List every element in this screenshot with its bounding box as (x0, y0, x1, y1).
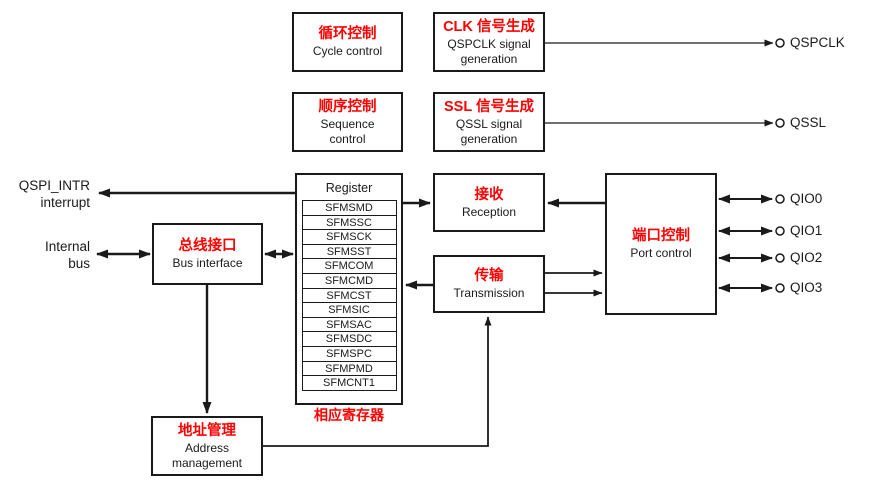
qio3-pad-circle (775, 283, 785, 293)
address-management-title-cn: 地址管理 (178, 423, 236, 439)
register-row: SFMSAC (301, 316, 397, 333)
internal-bus-label-line1: Internal (44, 239, 90, 254)
register-list: SFMSMD SFMSSC SFMSCK SFMSST SFMCOM SFMCM… (301, 200, 397, 392)
ssl-generation-subtitle-en: QSSL signal generation (455, 117, 523, 146)
qio3-port-label: QIO3 (790, 280, 823, 295)
reception-subtitle-en: Reception (461, 204, 517, 219)
register-row: SFMSIC (301, 302, 397, 319)
register-row: SFMSPC (301, 346, 397, 363)
internal-bus-label-line2: bus (68, 256, 90, 271)
register-block-title: Register (325, 181, 373, 195)
qspi-intr-label-line2: interrupt (40, 195, 90, 210)
port-control-block: 端口控制 Port control (605, 173, 717, 315)
cycle-control-subtitle-en: Cycle control (312, 44, 383, 59)
reception-block: 接收 Reception (433, 173, 545, 232)
transmission-block: 传输 Transmission (433, 255, 545, 313)
register-row: SFMSMD (301, 200, 397, 216)
clk-generation-block: CLK 信号生成 QSPCLK signal generation (433, 12, 545, 72)
qspi-intr-label: QSPI_INTR interrupt (6, 177, 90, 211)
ssl-generation-title-cn: SSL 信号生成 (444, 99, 534, 115)
address-management-subtitle-en: Address management (171, 441, 243, 470)
bus-interface-subtitle-en: Bus interface (172, 256, 243, 271)
sequence-control-block: 顺序控制 Sequence control (292, 92, 403, 152)
qio2-pad-circle (775, 253, 785, 263)
qspclk-pad-circle (775, 38, 785, 48)
bus-interface-title-cn: 总线接口 (178, 238, 237, 255)
register-row: SFMCOM (301, 258, 397, 275)
reception-title-cn: 接收 (474, 186, 504, 203)
qio0-pad-circle (775, 194, 785, 204)
register-row: SFMCMD (301, 273, 397, 290)
ssl-generation-block: SSL 信号生成 QSSL signal generation (433, 92, 545, 152)
clk-generation-subtitle-en: QSPCLK signal generation (447, 37, 531, 66)
transmission-subtitle-en: Transmission (453, 286, 525, 301)
register-row: SFMSCK (301, 229, 397, 246)
port-control-title-cn: 端口控制 (632, 228, 690, 245)
qio1-pad-circle (775, 226, 785, 236)
qssl-pad-circle (775, 118, 785, 128)
qio1-port-label: QIO1 (790, 223, 823, 238)
bus-interface-block: 总线接口 Bus interface (152, 223, 263, 285)
register-caption-cn: 相应寄存器 (314, 407, 384, 423)
address-management-block: 地址管理 Address management (151, 416, 263, 476)
register-block: Register SFMSMD SFMSSC SFMSCK SFMSST SFM… (295, 173, 403, 405)
register-row: SFMSDC (301, 331, 397, 348)
internal-bus-label: Internal bus (6, 238, 90, 272)
port-control-subtitle-en: Port control (630, 246, 692, 261)
qio2-port-label: QIO2 (790, 250, 823, 265)
cycle-control-title-cn: 循环控制 (318, 26, 377, 43)
sequence-control-subtitle-en: Sequence control (320, 117, 375, 146)
cycle-control-block: 循环控制 Cycle control (292, 12, 403, 72)
qspclk-port-label: QSPCLK (790, 35, 845, 50)
sequence-control-title-cn: 顺序控制 (318, 99, 377, 115)
qspi-intr-label-line1: QSPI_INTR (18, 178, 90, 193)
qssl-port-label: QSSL (790, 115, 827, 130)
qio0-port-label: QIO0 (790, 191, 823, 206)
register-row: SFMCNT1 (301, 375, 397, 392)
clk-generation-title-cn: CLK 信号生成 (443, 19, 535, 35)
register-row: SFMCST (301, 287, 397, 304)
transmission-title-cn: 传输 (474, 268, 504, 285)
register-row: SFMSST (301, 243, 397, 260)
register-row: SFMSSC (301, 214, 397, 231)
register-row: SFMPMD (301, 360, 397, 377)
